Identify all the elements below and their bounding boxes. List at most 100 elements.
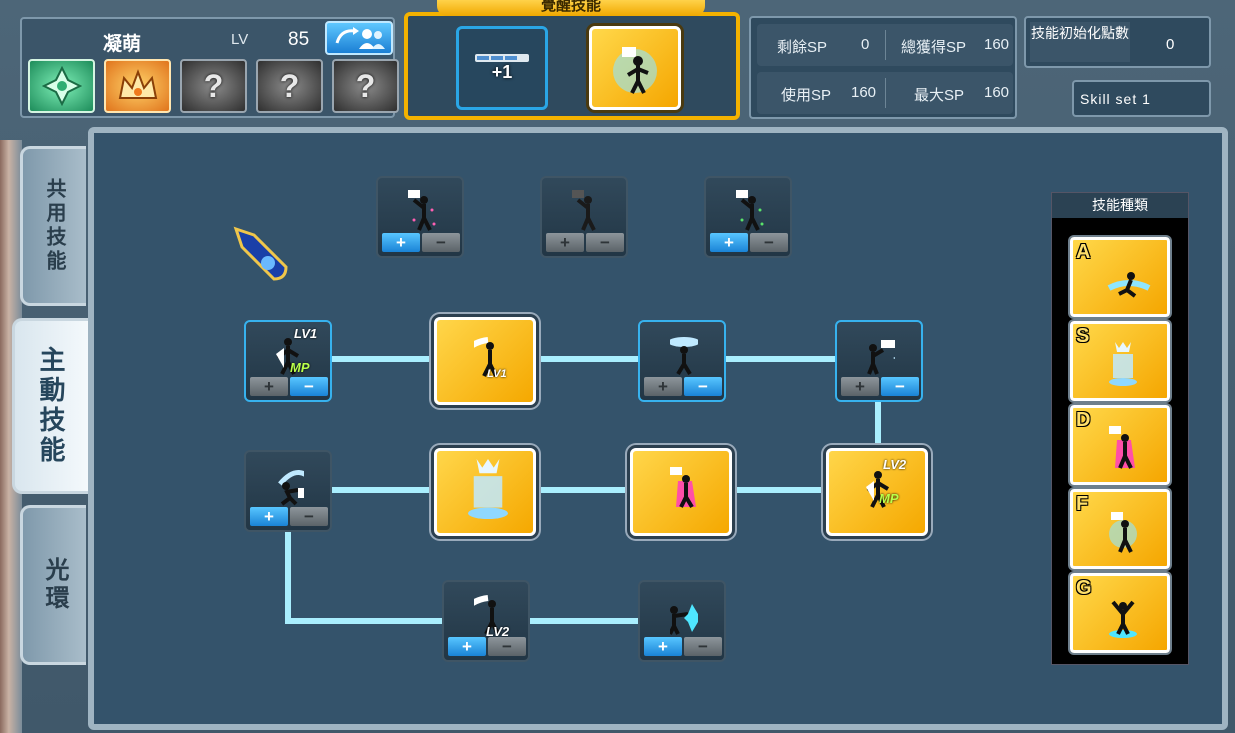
hotkey-letter: G <box>1076 577 1092 599</box>
stickman-sign-pink-icon <box>408 190 436 231</box>
skill-whirlwind[interactable]: + − <box>638 320 726 402</box>
skill-fountain[interactable] <box>434 448 536 536</box>
tab-common-skills[interactable]: 共用技能 <box>20 146 86 306</box>
skill-top-2-locked[interactable]: + − <box>540 176 628 258</box>
tree-connector <box>534 356 644 362</box>
skill-minus-button[interactable]: − <box>684 377 722 396</box>
tree-connector <box>285 618 445 624</box>
tree-connector <box>526 618 642 624</box>
sp-total-value: 160 <box>984 36 1010 53</box>
skill-minus-button[interactable]: − <box>290 377 328 396</box>
tree-connector <box>730 487 830 493</box>
level-label: LV <box>231 31 249 48</box>
skill-minus-button[interactable]: − <box>422 233 460 252</box>
skill-type-slot-a[interactable]: A <box>1070 237 1170 317</box>
skill-top-3[interactable]: + − <box>704 176 792 258</box>
class-slot-1[interactable] <box>28 59 95 113</box>
awaken-plus-one-label: +1 <box>491 61 513 82</box>
skill-level-tag: LV2 <box>883 457 907 472</box>
skill-mp-lv1[interactable]: LV1 MP + − <box>244 320 332 402</box>
skill-mp-tag: MP <box>290 360 310 375</box>
stickman-dash-icon <box>474 595 500 635</box>
sp-remaining-value: 0 <box>861 36 870 53</box>
sp-max-label: 最大SP <box>914 87 965 104</box>
hotkey-letter: F <box>1076 493 1089 515</box>
pointer-cursor-icon <box>233 226 288 281</box>
character-name: 凝萌 <box>103 34 142 55</box>
background-strip <box>0 140 22 733</box>
skill-rush-lv2[interactable]: LV2 + − <box>442 580 530 662</box>
stickman-sign-locked-icon <box>572 190 596 231</box>
skill-mp-tag: MP <box>879 491 899 506</box>
reset-points-value: 0 <box>1166 36 1175 53</box>
skill-minus-button[interactable]: − <box>488 637 526 656</box>
awaken-skill-figure-icon <box>613 47 657 94</box>
hotkey-letter: A <box>1076 241 1091 263</box>
skill-type-slot-f[interactable]: F <box>1070 489 1170 569</box>
awaken-slot-1[interactable]: +1 <box>456 26 548 110</box>
awaken-skill-figure-icon <box>1109 512 1137 553</box>
stickman-dash-icon <box>474 337 498 377</box>
fountain-icon <box>1109 342 1137 386</box>
tab-active-skills[interactable]: 主動技能 <box>12 318 88 494</box>
skill-plus-button[interactable]: + <box>250 377 288 396</box>
tree-connector <box>285 532 291 624</box>
level-value: 85 <box>288 29 310 50</box>
skill-plus-button[interactable]: + <box>644 377 682 396</box>
skill-plus-button[interactable]: + <box>546 233 584 252</box>
skill-pink-burst[interactable] <box>630 448 732 536</box>
awaken-skill-panel: +1 <box>404 12 740 120</box>
skill-level-tag: LV1 <box>294 326 318 341</box>
skill-plus-button[interactable]: + <box>382 233 420 252</box>
skill-mp-lv2[interactable]: LV2 MP <box>826 448 928 536</box>
awaken-title: 覺醒技能 <box>437 0 705 16</box>
skill-type-slot-s[interactable]: S <box>1070 321 1170 401</box>
skill-type-slot-g[interactable]: G <box>1070 573 1170 653</box>
skill-plus-button[interactable]: + <box>644 637 682 656</box>
skill-sparkle-toss[interactable]: + − <box>835 320 923 402</box>
skill-plus-button[interactable]: + <box>448 637 486 656</box>
stickman-pink-icon <box>670 467 696 509</box>
class-slot-4-locked: ? <box>256 59 323 113</box>
stickman-mp-icon <box>276 338 300 375</box>
skill-minus-button[interactable]: − <box>586 233 624 252</box>
sp-total-label: 總獲得SP <box>901 39 967 56</box>
sp-panel: 剩餘SP 0 總獲得SP 160 使用SP 160 最大SP 160 <box>749 16 1017 119</box>
skill-set-selector[interactable]: Skill set 1 <box>1072 80 1211 117</box>
skill-rush-lv1[interactable]: LV1 <box>434 317 536 405</box>
skill-plus-button[interactable]: + <box>710 233 748 252</box>
character-swap-button[interactable] <box>325 21 393 55</box>
skill-plus-button[interactable]: + <box>250 507 288 526</box>
tab-aura[interactable]: 光環 <box>20 505 86 665</box>
skill-ice-strike[interactable]: + − <box>638 580 726 662</box>
gauge-bar-icon <box>475 53 529 62</box>
skill-type-panel: 技能種類 A S D F G <box>1051 192 1189 665</box>
skill-minus-button[interactable]: − <box>750 233 788 252</box>
stickman-mp-icon <box>866 471 890 508</box>
stickman-cheer-icon <box>1109 600 1137 638</box>
swap-users-icon <box>335 27 385 49</box>
stickman-sparkle-icon <box>867 340 895 375</box>
skill-slash[interactable]: + − <box>244 450 332 532</box>
class-slot-5-locked: ? <box>332 59 399 113</box>
skill-type-title: 技能種類 <box>1052 193 1188 218</box>
awaken-slot-2[interactable] <box>589 26 681 110</box>
skill-top-1[interactable]: + − <box>376 176 464 258</box>
leaf-cross-icon <box>41 66 82 106</box>
stickman-slash-icon <box>278 470 304 506</box>
tree-connector <box>875 400 881 452</box>
class-slot-2[interactable] <box>104 59 171 113</box>
tree-connector <box>330 487 440 493</box>
skill-minus-button[interactable]: − <box>290 507 328 526</box>
sp-max-value: 160 <box>984 84 1010 101</box>
skill-type-slot-d[interactable]: D <box>1070 405 1170 485</box>
skill-minus-button[interactable]: − <box>684 637 722 656</box>
character-panel: 凝萌 LV 85 ? ? ? <box>20 17 399 118</box>
sp-remaining-label: 剩餘SP <box>777 39 828 56</box>
stickman-ice-icon <box>670 604 698 635</box>
stickman-wind-icon <box>670 337 698 376</box>
skill-minus-button[interactable]: − <box>881 377 919 396</box>
stickman-sign-green-icon <box>736 190 764 231</box>
tree-connector <box>330 356 440 362</box>
skill-plus-button[interactable]: + <box>841 377 879 396</box>
